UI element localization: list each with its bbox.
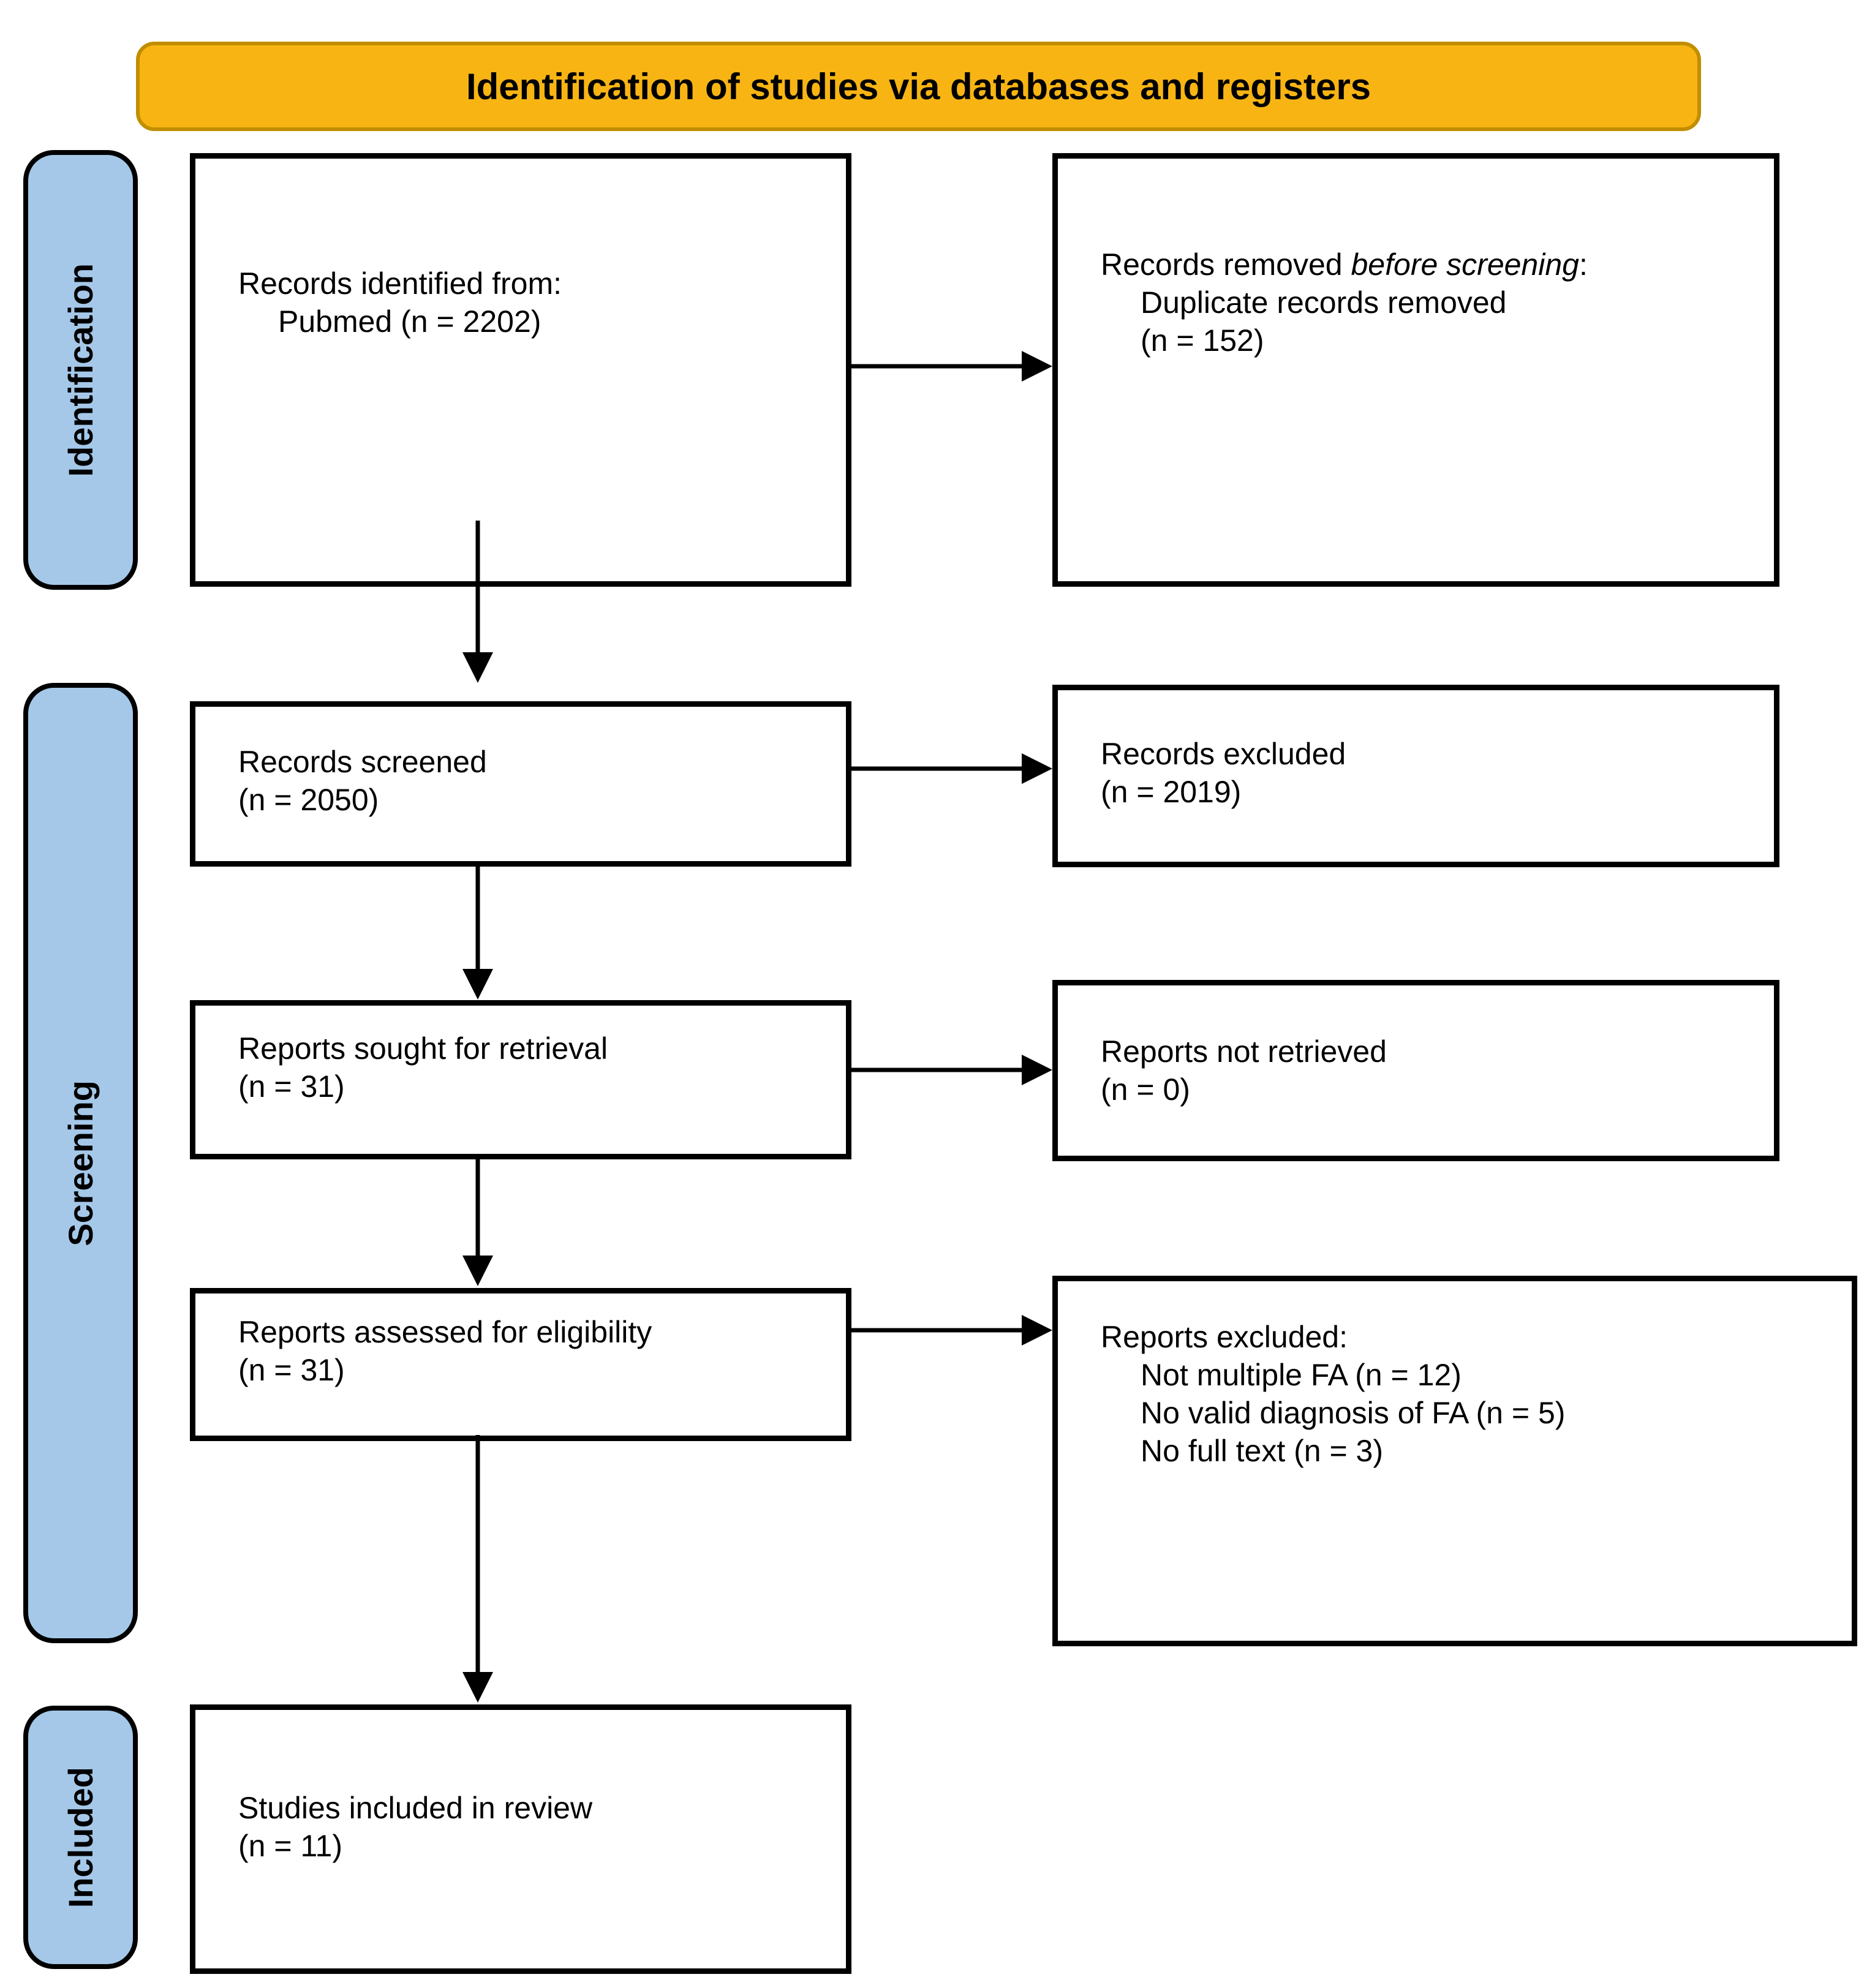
box-studies-included: Studies included in review (n = 11) (190, 1704, 851, 1974)
arrow-down-sought-to-assessed-icon (462, 1156, 493, 1286)
records-identified-line1: Records identified from: (238, 266, 562, 301)
records-removed-line2: Duplicate records removed (1141, 285, 1507, 320)
reports-assessed-line1: Reports assessed for eligibility (238, 1314, 652, 1349)
records-excluded-line2: (n = 2019) (1101, 775, 1242, 809)
box-reports-sought: Reports sought for retrieval (n = 31) (190, 1000, 851, 1159)
records-screened-line2: (n = 2050) (238, 783, 379, 817)
stage-included-label: Included (61, 1766, 100, 1908)
box-records-screened: Records screened (n = 2050) (190, 701, 851, 867)
stage-included: Included (23, 1706, 138, 1969)
reports-excluded-reason-3: No full text (n = 3) (1141, 1433, 1383, 1468)
arrow-right-screened-to-excluded-icon (851, 753, 1052, 784)
arrow-right-assessed-to-excluded-icon (851, 1315, 1052, 1346)
header-banner: Identification of studies via databases … (136, 42, 1701, 131)
stage-identification: Identification (23, 150, 138, 590)
reports-excluded-reason-1: Not multiple FA (n = 12) (1141, 1357, 1462, 1392)
stage-screening: Screening (23, 683, 138, 1643)
arrow-down-screened-to-sought-icon (462, 864, 493, 1000)
reports-excluded-reason-2: No valid diagnosis of FA (n = 5) (1141, 1395, 1566, 1430)
records-identified-line2: Pubmed (n = 2202) (278, 304, 541, 339)
arrow-right-sought-to-not-retrieved-icon (851, 1055, 1052, 1085)
box-reports-not-retrieved: Reports not retrieved (n = 0) (1052, 980, 1779, 1161)
reports-sought-line1: Reports sought for retrieval (238, 1031, 608, 1066)
stage-screening-label: Screening (61, 1080, 100, 1246)
reports-not-retrieved-line2: (n = 0) (1101, 1072, 1190, 1107)
records-removed-line1: Records removed before screening: (1101, 246, 1756, 284)
box-reports-excluded: Reports excluded: Not multiple FA (n = 1… (1052, 1276, 1857, 1646)
records-screened-line1: Records screened (238, 745, 487, 779)
stage-identification-label: Identification (61, 263, 100, 477)
records-removed-line1-italic: before screening (1351, 247, 1579, 282)
reports-assessed-line2: (n = 31) (238, 1352, 345, 1387)
records-removed-line3: (n = 152) (1141, 323, 1264, 358)
box-reports-assessed: Reports assessed for eligibility (n = 31… (190, 1288, 851, 1441)
arrow-right-identified-to-removed-icon (851, 351, 1052, 382)
studies-included-line1: Studies included in review (238, 1791, 593, 1825)
box-records-excluded: Records excluded (n = 2019) (1052, 685, 1779, 867)
records-removed-line1-suffix: : (1579, 247, 1588, 282)
reports-not-retrieved-line1: Reports not retrieved (1101, 1034, 1387, 1069)
reports-excluded-line1: Reports excluded: (1101, 1319, 1348, 1354)
arrow-down-assessed-to-included-icon (462, 1435, 493, 1703)
records-excluded-line1: Records excluded (1101, 737, 1346, 771)
records-removed-line1-prefix: Records removed (1101, 247, 1351, 282)
box-records-removed: Records removed before screening: Duplic… (1052, 153, 1779, 587)
box-records-identified: Records identified from: Pubmed (n = 220… (190, 153, 851, 587)
diagram-title: Identification of studies via databases … (466, 66, 1371, 107)
studies-included-line2: (n = 11) (238, 1829, 342, 1863)
arrow-down-identified-to-screened-icon (462, 521, 493, 683)
reports-sought-line2: (n = 31) (238, 1069, 345, 1104)
